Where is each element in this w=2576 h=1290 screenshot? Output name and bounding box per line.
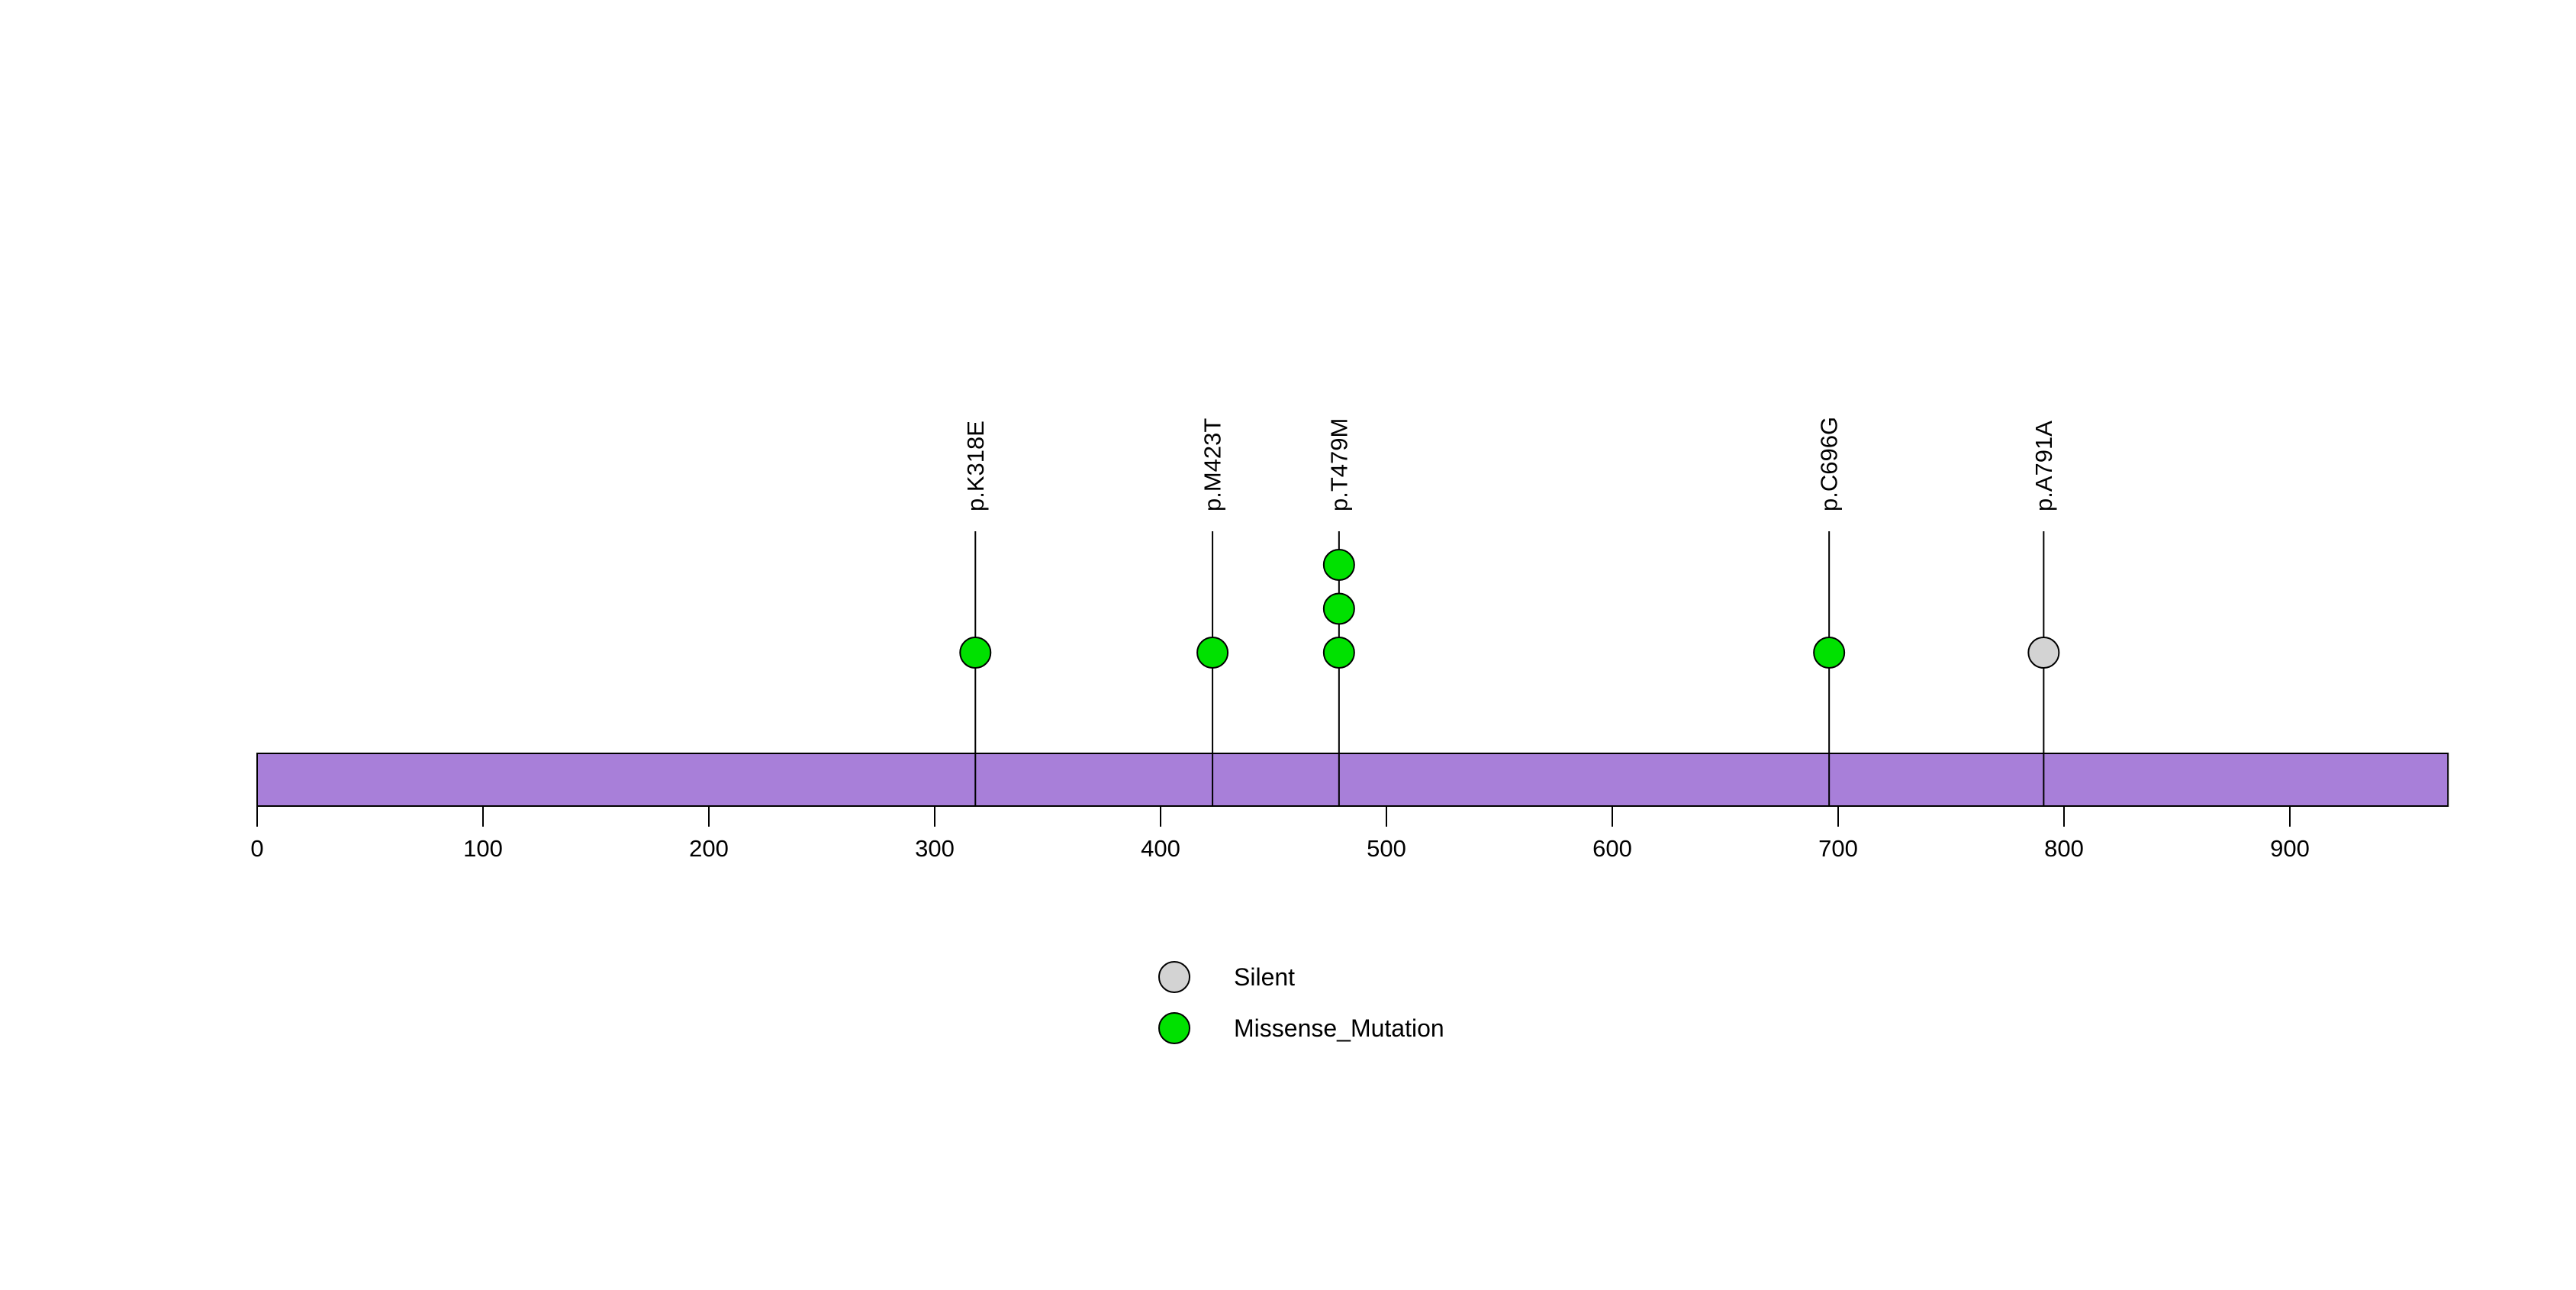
- axis-tick-label: 0: [250, 835, 263, 862]
- gene-body-bar: [256, 753, 2449, 807]
- legend-label-missense_mutation: Missense_Mutation: [1234, 1014, 1444, 1042]
- axis-tick-label: 600: [1592, 835, 1632, 862]
- mutation-circle: [2027, 637, 2060, 669]
- mutation-label: p.C696G: [1816, 417, 1843, 511]
- mutation-circle: [1322, 592, 1355, 625]
- mutation-circle: [1196, 637, 1229, 669]
- legend-swatch-silent: [1158, 961, 1190, 993]
- mutation-circle: [1322, 637, 1355, 669]
- axis-tick-label: 200: [689, 835, 729, 862]
- axis-tick-label: 500: [1367, 835, 1406, 862]
- mutation-label: p.K318E: [962, 421, 989, 511]
- mutation-circle: [1813, 637, 1846, 669]
- legend-swatch-missense_mutation: [1158, 1012, 1190, 1044]
- mutation-label: p.T479M: [1325, 418, 1352, 511]
- mutation-label: p.A791A: [2030, 421, 2057, 511]
- axis-tick-label: 800: [2044, 835, 2084, 862]
- axis-tick-label: 100: [463, 835, 503, 862]
- mutation-circle: [959, 637, 992, 669]
- legend-label-silent: Silent: [1234, 963, 1295, 991]
- mutation-circle: [1322, 549, 1355, 581]
- axis-tick-label: 900: [2270, 835, 2310, 862]
- mutation-label: p.M423T: [1199, 418, 1226, 511]
- axis-tick-label: 400: [1141, 835, 1180, 862]
- axis-tick-label: 300: [915, 835, 955, 862]
- axis-tick-label: 700: [1818, 835, 1858, 862]
